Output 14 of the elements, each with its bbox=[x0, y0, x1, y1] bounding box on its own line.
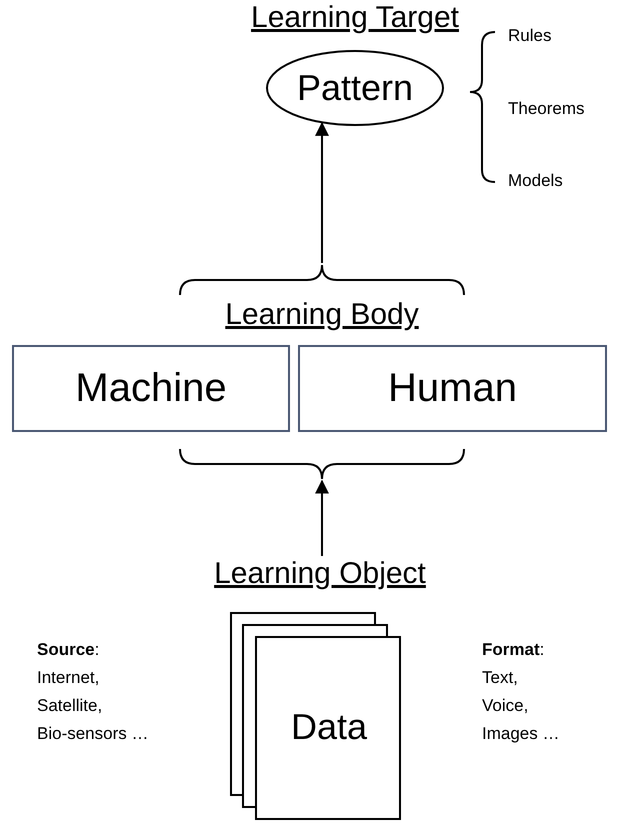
heading: Learning Object bbox=[214, 556, 426, 592]
list-item: Models bbox=[508, 170, 563, 192]
box-label: Machine bbox=[75, 366, 227, 411]
note-text: Format: Text, Voice, Images … bbox=[482, 639, 560, 745]
list-item: Rules bbox=[508, 25, 552, 47]
process-box bbox=[298, 345, 607, 432]
box-label: Human bbox=[388, 366, 517, 411]
ellipse-label: Pattern bbox=[296, 67, 414, 109]
list-item: Theorems bbox=[508, 98, 585, 120]
process-box bbox=[12, 345, 290, 432]
heading: Learning Target bbox=[251, 0, 459, 36]
document-label: Data bbox=[290, 707, 368, 747]
heading: Learning Body bbox=[225, 297, 419, 333]
note-text: Source: Internet, Satellite, Bio-sensors … bbox=[37, 639, 148, 745]
